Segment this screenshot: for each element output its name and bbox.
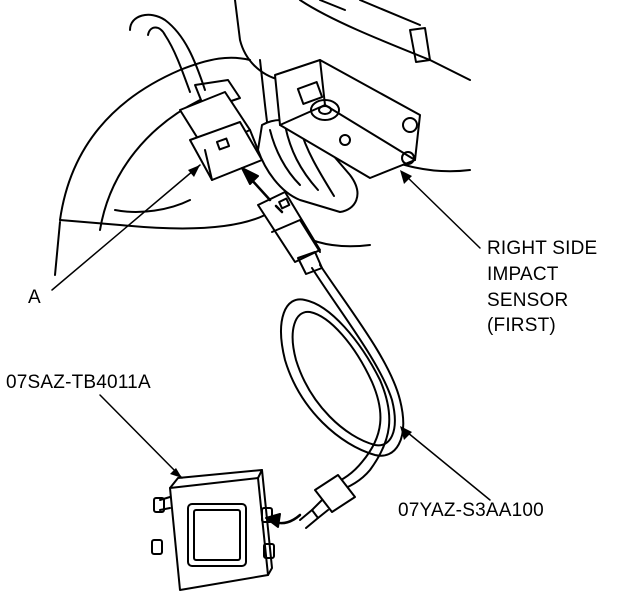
test-harness-cable	[280, 264, 405, 493]
harness-plug	[299, 474, 356, 529]
label-sensor-line2: IMPACT	[487, 264, 559, 285]
impact-sensor	[274, 59, 421, 179]
clip-shape	[409, 27, 431, 63]
connect-arrow	[241, 167, 284, 214]
harness-connector	[257, 191, 323, 275]
leader-sensor	[401, 171, 481, 249]
leader-part-a	[51, 164, 201, 291]
leader-harness	[401, 427, 491, 501]
leader-lines	[51, 164, 491, 501]
leader-simulator	[99, 394, 183, 479]
leader-arrowheads	[170, 165, 412, 478]
label-harness-part: 07YAZ-S3AA100	[398, 500, 544, 521]
label-sensor-line1: RIGHT SIDE	[487, 238, 598, 259]
label-sensor-line3: SENSOR	[487, 290, 569, 311]
simulator-box	[151, 469, 275, 591]
label-sensor-line4: (FIRST)	[487, 315, 556, 336]
label-part-a: A	[28, 287, 41, 308]
label-simulator-part: 07SAZ-TB4011A	[6, 372, 151, 393]
vehicle-connector	[179, 91, 263, 181]
